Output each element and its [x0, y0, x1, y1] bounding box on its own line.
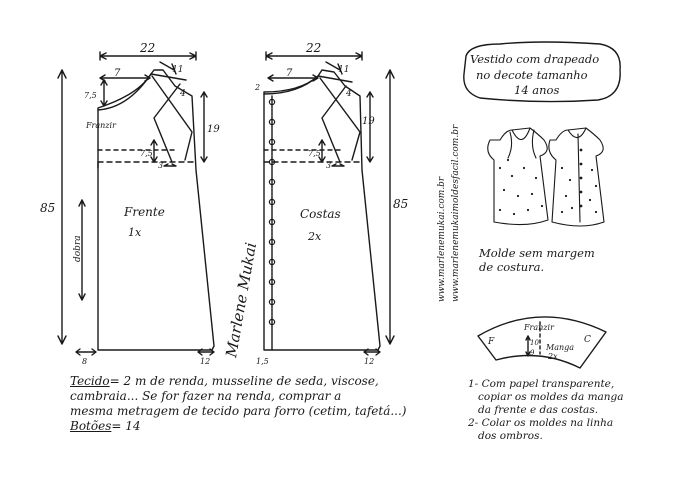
front-hem-left-label: 8 [82, 357, 87, 366]
front-hem-left-arrow [75, 348, 97, 356]
back-shoulder-label: 11 [338, 65, 349, 75]
step-line-5: dos ombros. [468, 430, 543, 442]
title-line-1: Vestido com drapeado [470, 52, 600, 66]
instruction-steps: 1- Com papel transparente, copiar os mol… [468, 378, 624, 443]
step-line-4: 2- Colar os moldes na linha [468, 417, 614, 429]
no-margin-line-2: de costura. [479, 260, 545, 274]
signature: Marlene Mukai [222, 241, 260, 360]
back-width-arrow [265, 51, 363, 61]
back-drape-depth-arrow [318, 139, 326, 163]
back-length-arrow [385, 69, 395, 345]
title-note: Vestido com drapeado no decote tamanho 1… [460, 48, 620, 102]
front-drape-inset-label: 3 [158, 161, 163, 170]
sleeve-height-arrow [525, 335, 531, 357]
back-drape-depth-label: 7,5 [308, 149, 321, 158]
back-neck-width-label: 7 [286, 68, 293, 79]
back-hem-right-arrow [363, 348, 381, 356]
fabric-line-1: = 2 m de renda, musseline de seda, visco… [109, 374, 379, 388]
front-fold-arrow [78, 199, 86, 301]
front-piece-name: Frente [123, 205, 165, 219]
fabric-notes: Tecido= 2 m de renda, musseline de seda,… [70, 374, 406, 434]
fabric-line-3: mesma metragem de tecido para forro (cet… [70, 404, 407, 418]
front-pattern-piece [57, 51, 215, 356]
title-bubble [463, 41, 621, 103]
back-drape-inset-label: 3 [326, 161, 331, 170]
front-shoulder-label: 11 [172, 65, 183, 75]
dress-front-view [487, 127, 549, 226]
front-drape-inset-arrow [163, 163, 177, 167]
front-hem-right-label: 12 [200, 357, 210, 366]
front-drape-line-a [151, 75, 193, 161]
sleeve-height-b: 9 [530, 349, 535, 357]
front-drape-line-b [153, 83, 181, 163]
step-line-3: da frente e das costas. [468, 404, 599, 416]
front-neck-width-label: 7 [114, 68, 121, 79]
sleeve-outline [477, 316, 607, 369]
front-drape-depth-label: 7,5 [140, 149, 153, 158]
front-length-label: 85 [40, 201, 55, 215]
front-drape-depth-arrow [150, 139, 158, 163]
front-length-arrow [57, 69, 67, 345]
back-length-label: 85 [393, 197, 408, 211]
sleeve-pattern-piece [477, 316, 607, 369]
back-neck-width-arrow [267, 74, 319, 82]
no-margin-line-1: Molde sem margem [479, 246, 595, 260]
back-armhole-label: 19 [362, 116, 375, 127]
back-shoulder-line [317, 75, 353, 83]
back-piece-name: Costas [300, 207, 341, 221]
front-shoulder-drop-label: 4 [179, 89, 186, 99]
sleeve-name: Manga [545, 343, 574, 352]
dress-sketch [487, 127, 605, 227]
title-line-3: 14 anos [514, 83, 560, 97]
back-width-label: 22 [305, 41, 321, 55]
back-shoulder-drop-label: 4 [345, 89, 352, 99]
front-shoulder-line [150, 73, 187, 81]
back-hem-left-label: 1,5 [256, 357, 269, 366]
back-piece-count: 2x [307, 230, 322, 243]
front-width-label: 22 [139, 41, 155, 55]
front-piece-count: 1x [128, 226, 142, 239]
front-width-arrow [99, 51, 197, 61]
watermark-url-1: www.marlenemukai.com.br [437, 176, 447, 302]
sleeve-label-c: C [584, 335, 591, 345]
fabric-label: Tecido [70, 374, 110, 388]
buttons-count: = 14 [111, 419, 141, 433]
front-fold-label: dobra [73, 235, 83, 262]
back-drape-line-a [319, 77, 361, 161]
sleeve-height-a: 10 [530, 339, 539, 347]
front-armhole-label: 19 [207, 124, 220, 135]
front-neck-depth-arrow [100, 79, 108, 107]
front-neck-width-arrow [99, 74, 151, 82]
step-line-1: 1- Com papel transparente, [468, 378, 615, 390]
front-neck-depth-label: 7,5 [84, 91, 97, 100]
title-line-2: no decote tamanho [476, 68, 588, 82]
back-hem-right-label: 12 [364, 357, 374, 366]
back-drape-line-b [321, 85, 347, 163]
fabric-line-2: cambraia... Se for fazer na renda, compr… [70, 389, 342, 403]
front-hem-right-arrow [197, 348, 215, 356]
back-pattern-piece [263, 51, 395, 356]
back-drape-inset-arrow [331, 163, 345, 167]
back-neck-depth-label: 2 [254, 83, 260, 92]
no-margin-note: Molde sem margem de costura. [479, 246, 595, 274]
back-buttons [268, 98, 276, 326]
front-gather-label: Franzir [85, 121, 117, 130]
back-armhole-arrow [366, 91, 374, 163]
back-neckline [263, 75, 319, 95]
step-line-2: copiar os moldes da manga [468, 391, 624, 403]
watermark-url-2: www.marlenemukaimoldesfacil.com.br [451, 124, 461, 302]
sleeve-label-f: F [487, 337, 495, 347]
sleeve-count: 2x [547, 352, 558, 361]
sleeve-gather-label: Franzir [523, 323, 555, 332]
buttons-label: Botões [70, 419, 112, 433]
front-armhole-arrow [200, 91, 208, 163]
